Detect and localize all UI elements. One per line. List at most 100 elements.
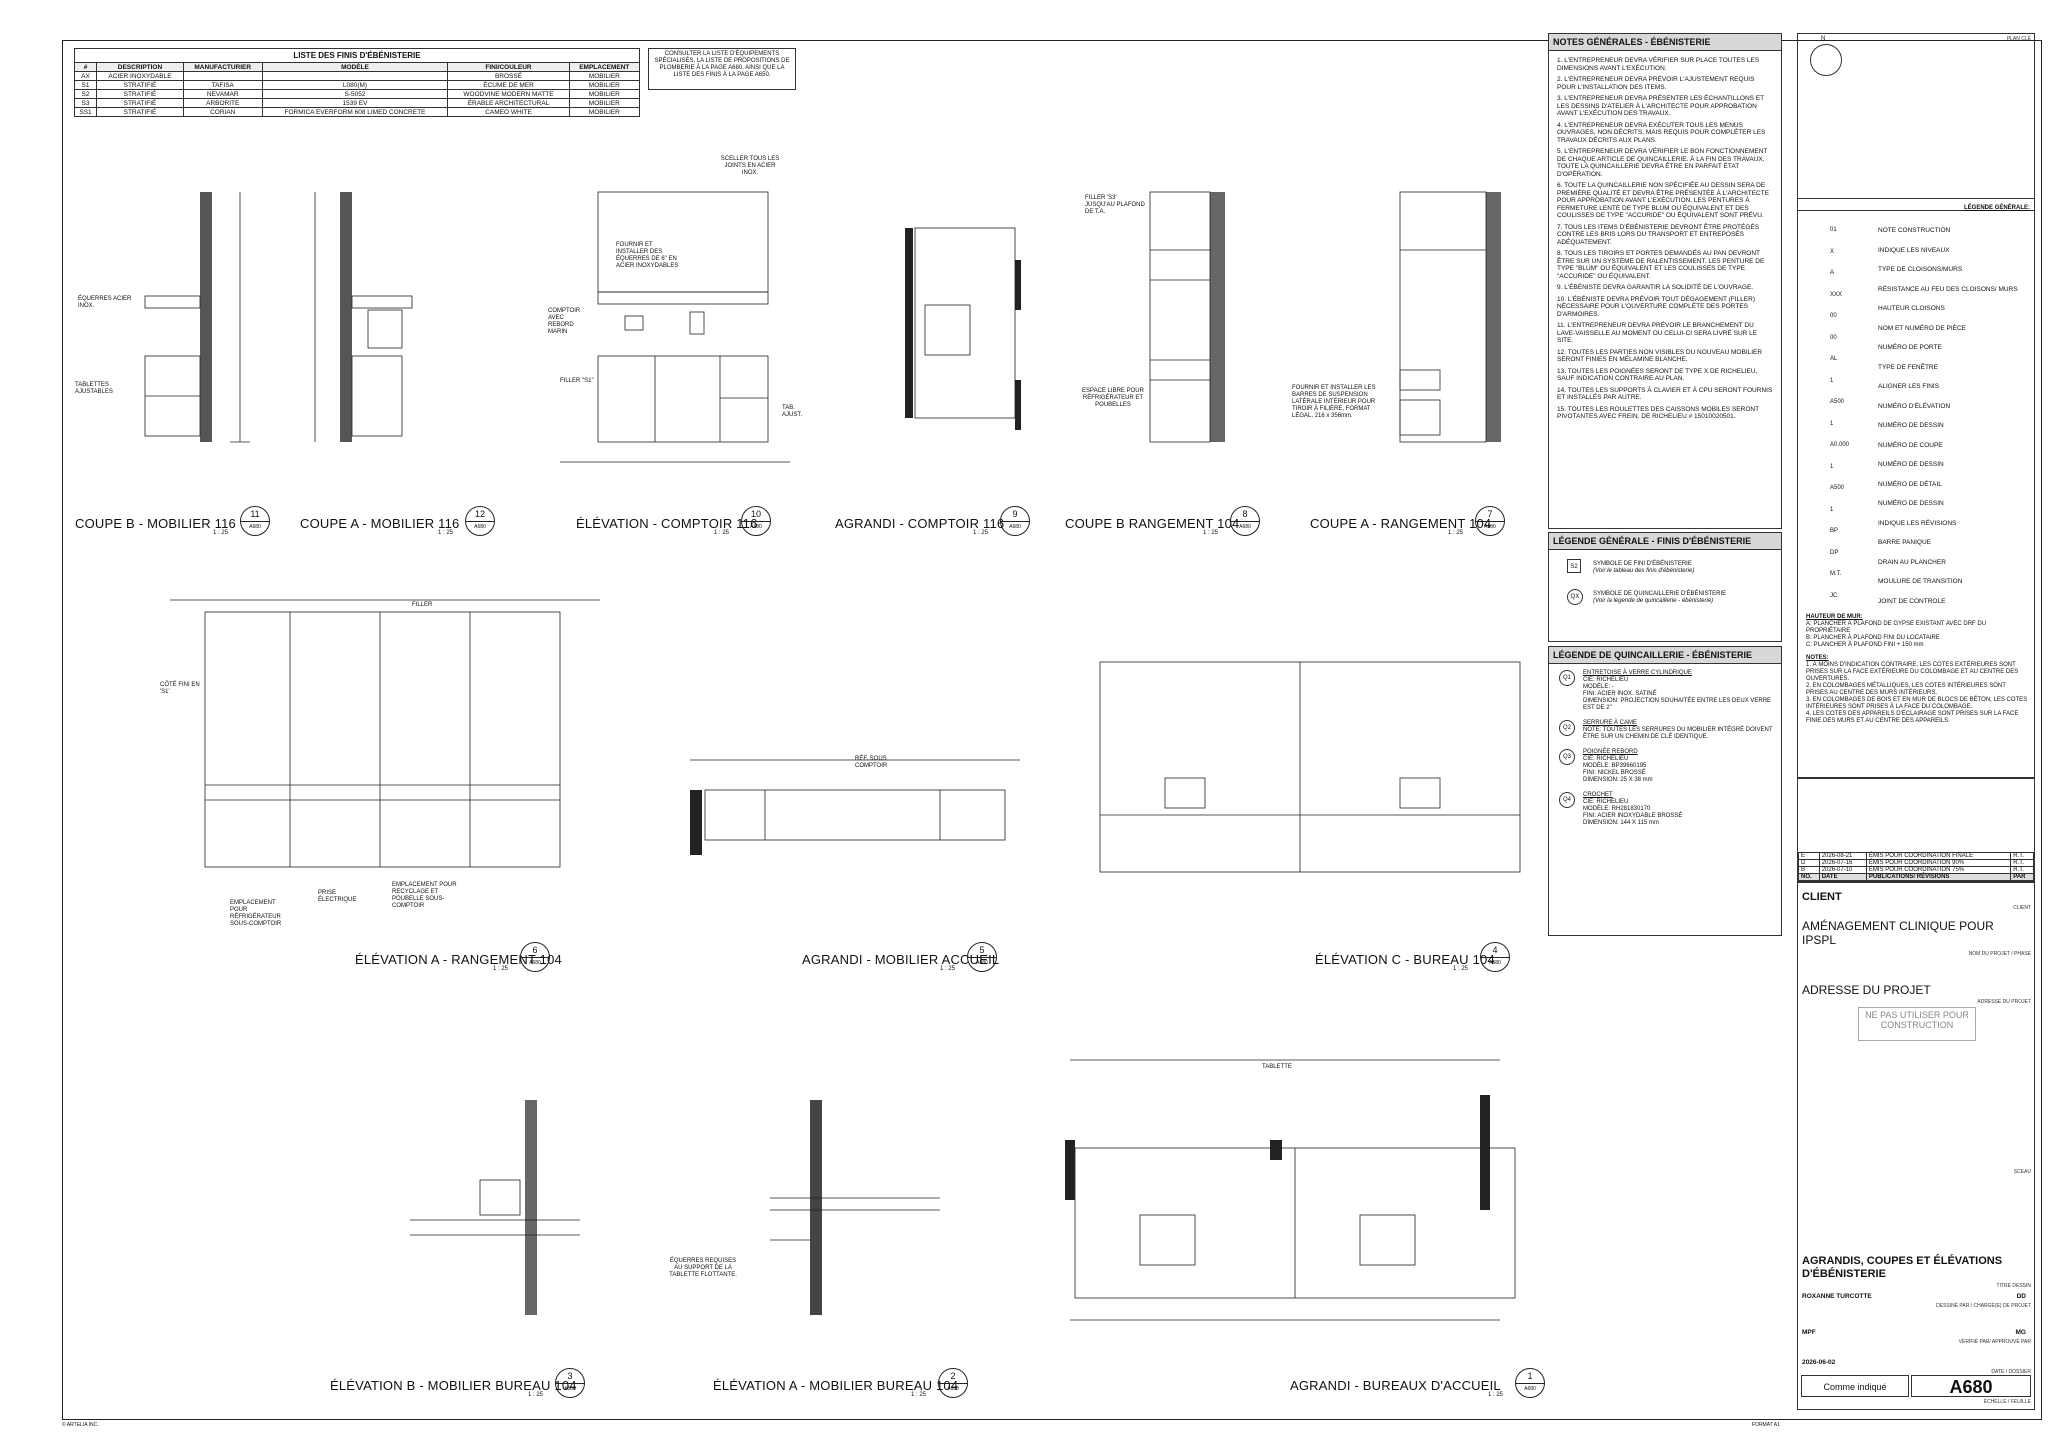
view-title: ÉLÉVATION A - MOBILIER BUREAU 104 bbox=[713, 1378, 959, 1393]
consult-note: CONSULTER LA LISTE D'ÉQUIPEMENTS SPÉCIAL… bbox=[648, 48, 796, 90]
legend-note: 1. À MOINS D'INDICATION CONTRAIRE, LES C… bbox=[1806, 662, 2019, 682]
sheet-number: A680 bbox=[1911, 1375, 2031, 1397]
finish-symbol-tag: S2 bbox=[1567, 559, 1581, 573]
legend-symbol: 00 bbox=[1830, 334, 1837, 341]
hardware-line: DIMENSION: 25 X 38 mm bbox=[1583, 777, 1653, 783]
note-item: 6. TOUTE LA QUINCAILLERIE NON SPÉCIFIÉE … bbox=[1557, 182, 1770, 219]
note-item: 1. L'ENTREPRENEUR DEVRA VÉRIFIER SUR PLA… bbox=[1557, 57, 1760, 72]
view-scale: 1 : 25 bbox=[1453, 966, 1469, 972]
view-elevation-a-rangement-104 bbox=[170, 599, 600, 868]
note-item: 9. L'ÉBÉNISTE DEVRA GARANTIR LA SOLIDITÉ… bbox=[1557, 284, 1754, 291]
revision-cell: R.T. bbox=[2010, 866, 2034, 874]
table-cell: MOBILIER bbox=[568, 107, 641, 117]
revision-cell: ÉMIS POUR COORDINATION 90% bbox=[1865, 859, 2012, 867]
hardware-line: MODÈLE: BP39660195 bbox=[1583, 763, 1647, 769]
legend-item: NUMÉRO DE DESSIN bbox=[1878, 461, 1944, 468]
legend-note: 4. LES COTES DES APPAREILS D'ÉCLAIRAGE S… bbox=[1806, 711, 2019, 724]
drawn-by: ROXANNE TURCOTTE bbox=[1802, 1293, 1872, 1300]
revision-cell: 2026-08-21 bbox=[1818, 852, 1867, 860]
legend-item: INDIQUE LES NIVEAUX bbox=[1878, 246, 1950, 254]
hauteur-item: A: PLANCHER À PLAFOND DE GYPSE EXISTANT … bbox=[1806, 621, 1987, 634]
legend-item: NUMÉRO DE DESSIN bbox=[1878, 422, 1944, 429]
view-elevation-comptoir-116 bbox=[560, 191, 790, 463]
project-name: AMÉNAGEMENT CLINIQUE POUR IPSPL bbox=[1802, 919, 1994, 947]
verified-by: MPF bbox=[1802, 1329, 1816, 1336]
view-scale: 1 : 25 bbox=[1448, 530, 1464, 536]
note-espace-libre: ESPACE LIBRE POUR RÉFRIGÉRATEUR ET POUBE… bbox=[1082, 388, 1144, 408]
finish-symbol-label: SYMBOLE DE FINI D'ÉBÉNISTERIE(Voir le ta… bbox=[1593, 561, 1695, 574]
hauteur-section: HAUTEUR DE MUR: A: PLANCHER À PLAFOND DE… bbox=[1806, 614, 2028, 724]
legend-item: NOM ET NUMÉRO DE PIÈCE bbox=[1878, 324, 1967, 332]
note-ref-sous-comptoir: RÉF. SOUS COMPTOIR bbox=[855, 756, 888, 769]
client-label: CLIENT bbox=[2013, 905, 2031, 911]
view-agrandi-bureaux-accueil bbox=[1065, 1059, 1516, 1321]
legende-quincaillerie-title: LÉGENDE DE QUINCAILLERIE - ÉBÉNISTERIE bbox=[1549, 647, 1781, 664]
legend-item: TYPE DE FENÊTRE bbox=[1878, 363, 1938, 371]
legend-symbol: 00 bbox=[1830, 313, 1837, 319]
legend-symbol: 1 bbox=[1830, 506, 1834, 513]
legend-item: RÉSISTANCE AU FEU DES CLOISONS/ MURS bbox=[1878, 285, 2018, 293]
legend-symbol: A500 bbox=[1830, 485, 1845, 491]
hardware-symbol-tag: QX bbox=[1567, 589, 1583, 605]
revision-cell: ÉMIS POUR COORDINATION 75% bbox=[1865, 866, 2012, 874]
north-arrow-icon bbox=[1810, 44, 1842, 76]
table-cell: STRATIFIÉ bbox=[96, 107, 184, 117]
legend-note: 3. EN COLOMBAGES DE BOIS ET EN MUR DE BL… bbox=[1806, 697, 2028, 710]
note-fournir-equerres: FOURNIR ET INSTALLER DES ÉQUERRES DE 6" … bbox=[616, 242, 679, 269]
note-tablettes: TABLETTES AJUSTABLES bbox=[75, 382, 113, 395]
view-title: COUPE A - RANGEMENT 104 bbox=[1310, 516, 1492, 531]
hardware-line: FINI: ACIER INOX. SATINÉ bbox=[1583, 691, 1657, 697]
revision-cell: R.T. bbox=[2010, 859, 2034, 867]
view-elevation-b-mobilier-bureau-104 bbox=[410, 1100, 580, 1315]
legende-quincaillerie-panel: LÉGENDE DE QUINCAILLERIE - ÉBÉNISTERIE Q… bbox=[1548, 646, 1782, 936]
stamp-not-for-construction: NE PAS UTILISER POUR CONSTRUCTION bbox=[1858, 1007, 1976, 1041]
revision-cell: D bbox=[1798, 859, 1820, 867]
approved-by: MG bbox=[2015, 1329, 2026, 1336]
note-cote-fini: CÔTÉ FINI EN 'S1' bbox=[160, 682, 200, 695]
revision-cell: R.T. bbox=[2010, 852, 2034, 860]
legend-item: DRAIN AU PLANCHER bbox=[1878, 558, 1946, 566]
note-fournir-barres: FOURNIR ET INSTALLER LES BARRES DE SUSPE… bbox=[1292, 385, 1376, 419]
sheet-border bbox=[62, 40, 2042, 1420]
legend-note: 2. EN COLOMBAGES MÉTALLIQUES, LES COTES … bbox=[1806, 683, 2006, 696]
view-scale: 1 : 25 bbox=[973, 530, 989, 536]
legend-symbol: XXX bbox=[1830, 291, 1843, 298]
view-scale: 1 : 25 bbox=[1488, 1392, 1504, 1398]
sheet-title-label: TITRE DESSIN bbox=[1996, 1283, 2031, 1289]
footer-format: FORMAT A1 bbox=[1752, 1422, 1780, 1428]
view-coupe-b-rangement-104 bbox=[1149, 191, 1225, 443]
legend-item: MOULURE DE TRANSITION bbox=[1878, 578, 1963, 585]
legend-item: HAUTEUR CLOISONS bbox=[1878, 305, 1945, 312]
title-block-box: CLIENT CLIENT AMÉNAGEMENT CLINIQUE POUR … bbox=[1797, 882, 2035, 1410]
view-coupe-a-rangement-104 bbox=[1399, 191, 1501, 443]
view-coupe-b-mobilier-116 bbox=[144, 192, 250, 443]
note-item: 12. TOUTES LES PARTIES NON VISIBLES DU N… bbox=[1557, 348, 1763, 364]
hardware-symbol-label: SYMBOLE DE QUINCAILLERIE D'ÉBÉNISTERIE(V… bbox=[1593, 591, 1727, 604]
legend-symbol: A bbox=[1830, 270, 1835, 276]
hardware-line: FINI: NICKEL BROSSÉ bbox=[1583, 770, 1646, 776]
note-filler-s3: FILLER 'S3' JUSQU'AU PLAFOND DE T.A. bbox=[1085, 195, 1145, 215]
north-label: N bbox=[1821, 36, 1826, 42]
view-title: COUPE A - MOBILIER 116 bbox=[300, 516, 460, 531]
view-title: AGRANDI - COMPTOIR 116 bbox=[835, 516, 1005, 531]
finishes-table: LISTE DES FINIS D'ÉBÉNISTERIE #DESCRIPTI… bbox=[73, 48, 641, 117]
view-scale: 1 : 25 bbox=[493, 966, 509, 972]
note-item: 5. L'ENTREPRENEUR DEVRA VÉRIFIER LE BON … bbox=[1557, 148, 1768, 178]
view-title: COUPE B RANGEMENT 104 bbox=[1065, 516, 1240, 531]
